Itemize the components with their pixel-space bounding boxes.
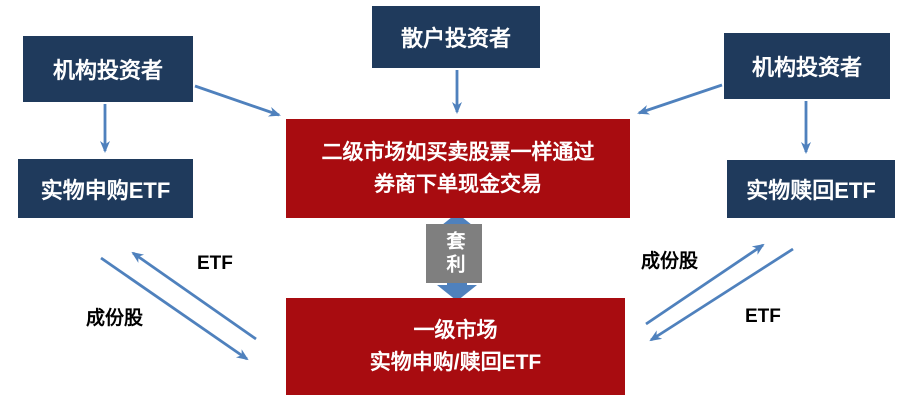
- box-primary-market-line2: 实物申购/赎回ETF: [369, 350, 542, 374]
- box-institutional-investor-right: 机构投资者: [724, 33, 890, 99]
- arrow-subscribe-to-primary-constituent: [100, 256, 249, 361]
- box-physical-subscribe-etf-label: 实物申购ETF: [40, 177, 171, 203]
- arrow-inst-right-to-secondary: [637, 83, 723, 115]
- box-arbitrage: 套利: [426, 224, 482, 283]
- box-institutional-investor-left: 机构投资者: [23, 36, 193, 102]
- box-primary-market: 一级市场 实物申购/赎回ETF: [286, 298, 625, 395]
- box-physical-redeem-etf-label: 实物赎回ETF: [746, 178, 876, 203]
- edge-label-constituent-stocks-left: 成份股: [86, 308, 144, 329]
- arrow-redeem-to-primary-etf: [649, 247, 794, 342]
- edge-label-etf-right: ETF: [745, 306, 781, 327]
- box-physical-redeem-etf: 实物赎回ETF: [727, 160, 895, 218]
- box-secondary-market-line2: 券商下单现金交易: [374, 172, 542, 196]
- box-institutional-investor-left-label: 机构投资者: [52, 58, 163, 83]
- box-retail-investor-label: 散户投资者: [400, 26, 511, 51]
- box-institutional-investor-right-label: 机构投资者: [751, 55, 862, 80]
- box-primary-market-line1: 一级市场: [413, 319, 498, 342]
- box-secondary-market: 二级市场如买卖股票一样通过 券商下单现金交易: [286, 119, 630, 218]
- arrow-primary-to-redeem-constituent: [645, 243, 765, 326]
- box-secondary-market-line1: 二级市场如买卖股票一样通过: [321, 141, 595, 164]
- edge-label-constituent-stocks-right: 成份股: [641, 251, 699, 272]
- edge-label-etf-left: ETF: [197, 253, 233, 274]
- box-retail-investor: 散户投资者: [372, 6, 540, 68]
- box-arbitrage-label: 套利: [443, 230, 465, 277]
- arrow-primary-to-subscribe-etf: [131, 251, 257, 341]
- box-physical-subscribe-etf: 实物申购ETF: [18, 159, 193, 218]
- arrow-inst-left-to-secondary: [194, 84, 281, 117]
